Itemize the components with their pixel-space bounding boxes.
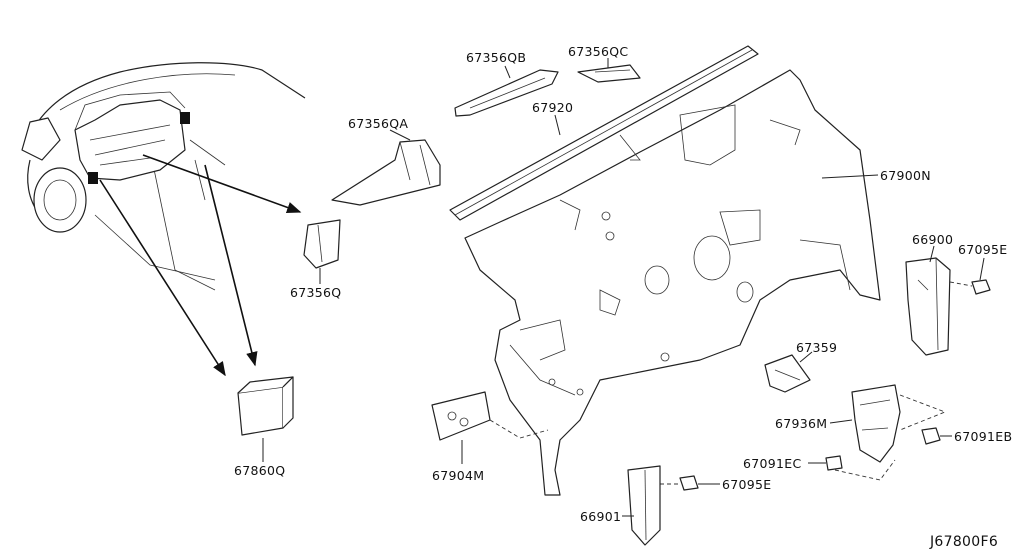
label-67356Q: 67356Q <box>290 285 342 300</box>
part-67091EC-clip <box>825 455 843 471</box>
label-67860Q: 67860Q <box>234 463 286 478</box>
part-67095E-clip-right <box>971 279 991 295</box>
label-67359: 67359 <box>796 340 838 355</box>
label-67920: 67920 <box>532 100 574 115</box>
label-66901: 66901 <box>580 509 622 524</box>
ecu-location-marker <box>180 112 190 124</box>
location-arrows <box>99 154 302 377</box>
diagram-id: J67800F6 <box>930 534 999 550</box>
label-67900N: 67900N <box>880 168 931 183</box>
label-67091EC: 67091EC <box>743 456 802 471</box>
part-67356QB-strip <box>454 69 559 117</box>
label-67095E-bottom: 67095E <box>722 477 772 492</box>
part-67904M-pad <box>431 391 549 441</box>
part-67900N-dash-insulator <box>464 69 881 496</box>
label-67356QA: 67356QA <box>348 116 409 131</box>
part-67920-seal-strip <box>449 45 759 221</box>
label-67091EB: 67091EB <box>954 429 1013 444</box>
label-66900: 66900 <box>912 232 954 247</box>
part-67356QC-piece <box>577 64 641 83</box>
part-67091EB-clip <box>921 427 941 445</box>
part-66901-cover <box>627 465 661 546</box>
label-67356QB: 67356QB <box>466 50 527 65</box>
part-67356Q-insulator <box>303 219 341 269</box>
label-67356QC: 67356QC <box>568 44 629 59</box>
label-67095E-top: 67095E <box>958 242 1008 257</box>
part-67936M-bracket <box>834 384 947 481</box>
label-67904M: 67904M <box>432 468 485 483</box>
part-67356QA-insulator <box>331 139 441 206</box>
ecu-location-marker <box>88 172 98 184</box>
part-67860Q-box <box>237 376 294 436</box>
part-67095E-clip-bottom <box>679 475 699 491</box>
vehicle-outline <box>21 62 306 291</box>
part-66900-cover <box>905 257 951 356</box>
label-67936M: 67936M <box>775 416 828 431</box>
part-67359-bracket <box>764 354 811 393</box>
